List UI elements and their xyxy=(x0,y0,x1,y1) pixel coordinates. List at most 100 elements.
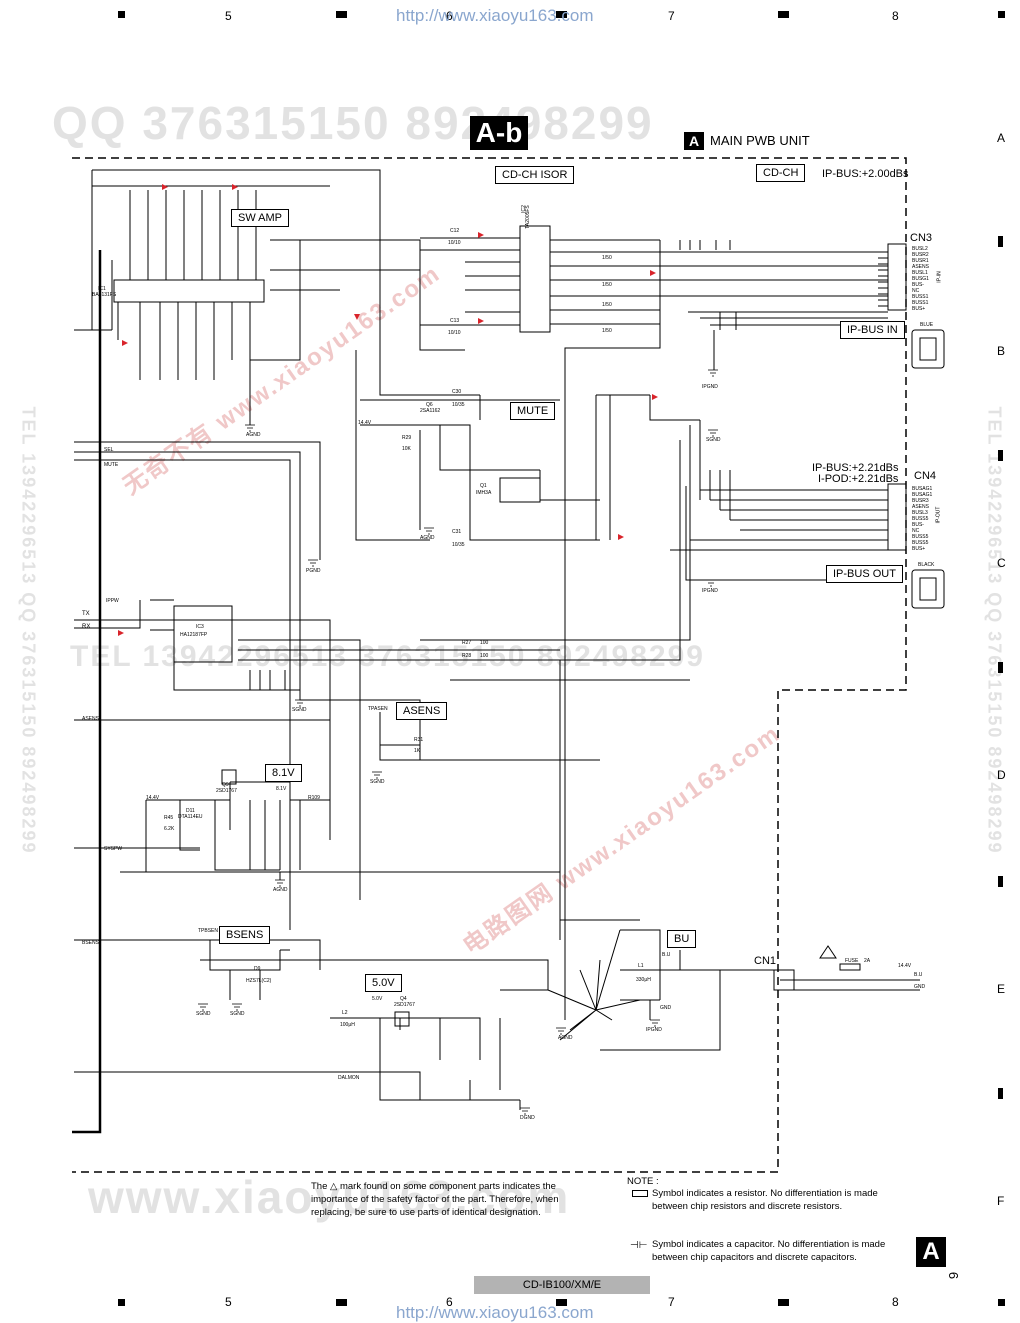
cn4-pin: NC xyxy=(912,528,920,534)
part-c31: C31 xyxy=(452,529,462,535)
row-letter-b: B xyxy=(997,344,1006,358)
signal-sel: SEL xyxy=(104,447,114,453)
part-c12: C12 xyxy=(450,228,460,234)
part-ic1: IC1 xyxy=(98,286,106,292)
signal-8-1v: 8.1V xyxy=(276,786,287,792)
part-ic2-type: TA2005FS xyxy=(524,205,531,229)
block-mute: MUTE xyxy=(510,402,556,420)
part-q9-type: 2SD1767 xyxy=(216,788,237,794)
part-l1: L1 xyxy=(638,963,644,969)
block-cd-ch-isor: CD-CH ISOR xyxy=(495,166,575,184)
part-ic3-type: HA12187FP xyxy=(180,632,208,638)
ip-bus-level-cn3: IP-BUS:+2.00dBs xyxy=(822,168,909,180)
signal-tpasen: TPASEN xyxy=(368,706,388,712)
register-mark xyxy=(998,450,1003,461)
part-q4: Q4 xyxy=(400,996,407,1002)
ground-agnd: AGND xyxy=(420,535,435,541)
part-c30-value: 10/35 xyxy=(452,402,465,408)
signal-bu: B.U xyxy=(662,952,671,958)
signal-5-0v: 5.0V xyxy=(372,996,383,1002)
ground-sgnd: SGND xyxy=(230,1011,245,1017)
part-c13: C13 xyxy=(450,318,460,324)
block-8-1v: 8.1V xyxy=(265,764,302,782)
cn3-pin: BUS- xyxy=(912,282,924,288)
cn4-pin: BUSS5 xyxy=(912,516,929,522)
signal-ippw: IPPW xyxy=(106,598,119,604)
register-mark xyxy=(118,11,125,18)
register-mark xyxy=(336,11,347,18)
row-letter-d: D xyxy=(997,768,1006,782)
part-q1-type: IMH3A xyxy=(476,490,492,496)
ground-pgnd: PGND xyxy=(306,568,321,574)
column-number-8-bottom: 8 xyxy=(892,1295,899,1309)
ground-sgnd: SGND xyxy=(292,707,307,713)
cn3-pin-list: BUSL2 BUSR2 BUSR1 ASENS BUSL1 BUSG1 BUS-… xyxy=(912,246,929,312)
cn4-pin: BUS- xyxy=(912,522,924,528)
part-r28: R28 xyxy=(462,653,472,659)
connector-cn4: CN4 xyxy=(914,470,937,482)
part-q4-type: 2SD1767 xyxy=(394,1002,415,1008)
unit-letter-badge: A xyxy=(684,132,704,150)
cn3-pin: BUSS1 xyxy=(912,294,929,300)
part-c31-value: 10/35 xyxy=(452,542,465,548)
part-q6: Q6 xyxy=(426,402,433,408)
cn4-pin-list: BUSAG1 BUSAG1 BUSR3 ASENS BUSL3 BUSS5 BU… xyxy=(912,486,932,552)
cn4-pin: BUSAG1 xyxy=(912,486,933,492)
block-sw-amp: SW AMP xyxy=(231,209,290,227)
unit-title: MAIN PWB UNIT xyxy=(710,133,810,148)
part-r29-value: 10K xyxy=(402,446,411,452)
cn3-pin: BUSS1 xyxy=(912,300,929,306)
part-r29: R29 xyxy=(402,435,412,441)
cn4-pin: BUSS5 xyxy=(912,540,929,546)
register-mark xyxy=(998,11,1005,18)
block-5-0v: 5.0V xyxy=(365,974,402,992)
cn4-pin: BUSS5 xyxy=(912,534,929,540)
signal-tx: TX xyxy=(82,611,90,617)
register-mark xyxy=(998,876,1003,887)
ground-agnd: AGND xyxy=(273,887,288,893)
page-number: 9 xyxy=(946,1271,962,1280)
register-mark xyxy=(998,236,1003,247)
block-asens: ASENS xyxy=(396,702,448,720)
column-number-6-bottom: 6 xyxy=(446,1295,453,1309)
ground-agnd: AGND xyxy=(558,1035,573,1041)
register-mark xyxy=(556,11,567,18)
source-url-top[interactable]: http://www.xiaoyu163.com xyxy=(396,6,594,25)
register-mark xyxy=(118,1299,125,1306)
register-mark xyxy=(336,1299,347,1306)
part-r45: R45 xyxy=(164,815,174,821)
part-r109: R109 xyxy=(308,795,320,801)
cn3-pin: BUSR2 xyxy=(912,252,929,258)
part-ic1-type: BA3131FS xyxy=(92,292,117,298)
row-letter-c: C xyxy=(997,556,1006,570)
safety-note: The △ mark found on some component parts… xyxy=(311,1181,559,1218)
register-mark xyxy=(998,1088,1003,1099)
connector-cn1: CN1 xyxy=(754,955,777,967)
register-mark xyxy=(998,662,1003,673)
column-number-7-bottom: 7 xyxy=(668,1295,675,1309)
part-c9-value: 1/50 xyxy=(602,282,612,288)
cn4-pin: BUSL3 xyxy=(912,510,928,516)
resistor-symbol-icon xyxy=(632,1190,648,1197)
part-ic3: IC3 xyxy=(196,624,204,630)
plug-color-blue: BLUE xyxy=(920,322,934,328)
signal-14v: 14.4V xyxy=(358,420,372,426)
column-number-7: 7 xyxy=(668,9,675,23)
part-d9-type: HZS7L(C2) xyxy=(246,978,272,984)
row-letter-f: F xyxy=(997,1194,1005,1208)
part-q1: Q1 xyxy=(480,483,487,489)
plug-color-black: BLACK xyxy=(918,562,935,568)
part-r28-value: 100 xyxy=(480,653,489,659)
fuse-label: FUSE xyxy=(845,958,859,964)
part-d9: D9 xyxy=(254,966,261,972)
watermark-top: QQ 376315150 892498299 xyxy=(52,97,654,149)
part-r31: R31 xyxy=(414,737,424,743)
ip-bus-level-cn4: IP-BUS:+2.21dBs xyxy=(812,462,899,474)
block-bsens: BSENS xyxy=(219,926,271,944)
ip-out-label: IP-OUT xyxy=(935,506,942,524)
block-ip-bus-out: IP-BUS OUT xyxy=(826,565,903,583)
source-url-bottom[interactable]: http://www.xiaoyu163.com xyxy=(396,1303,594,1322)
sheet-tag: A-b xyxy=(470,116,528,150)
cn3-pin: BUSL1 xyxy=(912,270,928,276)
signal-dalmon: DALMON xyxy=(338,1075,360,1081)
